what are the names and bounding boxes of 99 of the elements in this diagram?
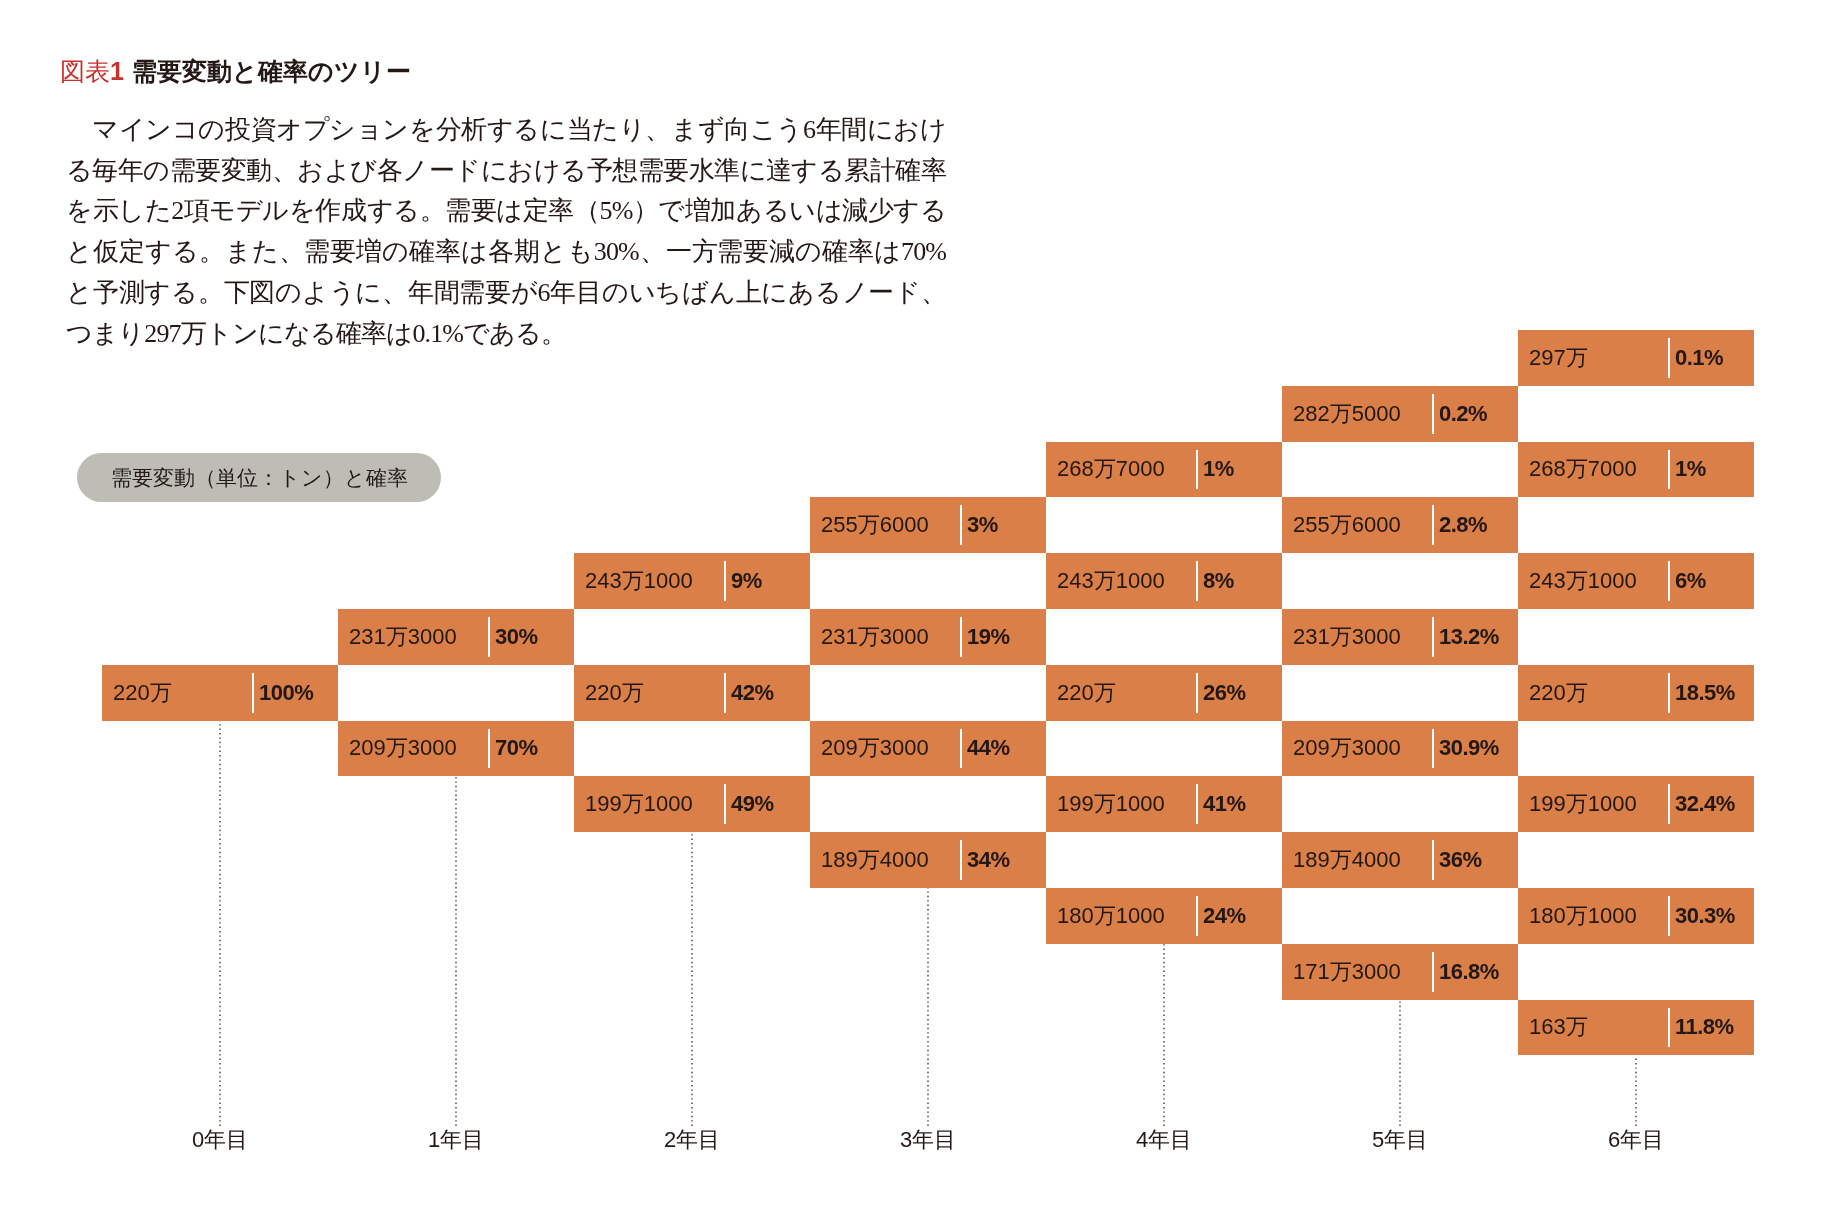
probability-value: 6% <box>1675 570 1706 593</box>
value-box <box>1518 888 1754 944</box>
probability-value: 32.4% <box>1675 793 1735 816</box>
probability-value: 30.3% <box>1675 904 1735 927</box>
value-box <box>338 609 574 665</box>
value-box <box>1518 330 1754 386</box>
demand-value: 209万3000 <box>1293 737 1401 760</box>
value-box <box>574 776 810 833</box>
value-box <box>102 664 338 721</box>
year-label: 0年目 <box>191 1126 249 1154</box>
probability-value: 30.9% <box>1439 737 1499 760</box>
probability-value: 11.8% <box>1675 1016 1734 1039</box>
dotted-leader-line <box>455 775 457 1127</box>
demand-value: 199万1000 <box>1057 793 1165 816</box>
value-box <box>1282 720 1518 777</box>
probability-value: 36% <box>1439 849 1482 872</box>
probability-value: 44% <box>967 737 1010 760</box>
demand-value: 199万1000 <box>1529 793 1637 816</box>
value-box <box>1518 664 1754 721</box>
year-label: 6年目 <box>1607 1126 1665 1154</box>
demand-value: 209万3000 <box>349 737 457 760</box>
demand-value: 163万 <box>1529 1016 1588 1039</box>
dotted-leader-line <box>1399 998 1401 1127</box>
probability-value: 70% <box>495 737 538 760</box>
demand-value: 268万7000 <box>1057 458 1165 481</box>
dotted-leader-line <box>691 831 693 1127</box>
demand-value: 180万1000 <box>1529 904 1637 927</box>
year-label: 5年目 <box>1371 1126 1429 1154</box>
value-box <box>1518 999 1754 1056</box>
figure-number: 図表1 <box>60 56 124 87</box>
probability-value: 18.5% <box>1675 681 1735 704</box>
demand-value: 243万1000 <box>1529 570 1637 593</box>
demand-value: 243万1000 <box>585 570 693 593</box>
demand-value: 282万5000 <box>1293 402 1401 425</box>
probability-value: 0.1% <box>1675 346 1724 369</box>
value-box <box>1046 888 1282 944</box>
demand-value: 297万 <box>1529 346 1588 369</box>
demand-value: 243万1000 <box>1057 570 1165 593</box>
probability-value: 2.8% <box>1439 514 1488 537</box>
value-box <box>1046 441 1282 498</box>
value-box <box>1282 497 1518 554</box>
probability-value: 34% <box>967 849 1010 872</box>
probability-value: 0.2% <box>1439 402 1488 425</box>
demand-value: 180万1000 <box>1057 904 1165 927</box>
value-box <box>1282 832 1518 888</box>
demand-value: 231万3000 <box>349 625 457 648</box>
diagram-title: 需要変動と確率のツリー <box>131 56 411 87</box>
probability-value: 26% <box>1203 681 1246 704</box>
value-box <box>810 720 1046 777</box>
value-box <box>574 553 810 609</box>
value-box <box>810 497 1046 554</box>
demand-value: 231万3000 <box>821 625 929 648</box>
demand-value: 220万 <box>585 681 644 704</box>
value-box <box>810 609 1046 665</box>
demand-value: 220万 <box>1057 681 1116 704</box>
probability-value: 42% <box>731 681 774 704</box>
probability-value: 8% <box>1203 570 1234 593</box>
probability-value: 19% <box>967 625 1010 648</box>
value-box <box>1518 776 1754 833</box>
probability-value: 1% <box>1203 458 1234 481</box>
year-label: 3年目 <box>899 1126 957 1154</box>
value-box <box>1046 553 1282 609</box>
probability-value: 24% <box>1203 904 1246 927</box>
probability-value: 1% <box>1675 458 1706 481</box>
year-label: 2年目 <box>663 1126 721 1154</box>
probability-value: 3% <box>967 514 998 537</box>
demand-value: 171万3000 <box>1293 960 1401 983</box>
demand-value: 255万6000 <box>821 514 929 537</box>
year-label: 4年目 <box>1135 1126 1193 1154</box>
value-box <box>574 664 810 721</box>
value-box <box>338 720 574 777</box>
value-box <box>1046 776 1282 833</box>
demand-value: 231万3000 <box>1293 625 1401 648</box>
year-label: 1年目 <box>427 1126 485 1154</box>
value-box <box>1282 943 1518 1000</box>
demand-value: 189万4000 <box>821 849 929 872</box>
value-box <box>1046 664 1282 721</box>
value-box <box>1282 609 1518 665</box>
probability-value: 41% <box>1203 793 1246 816</box>
demand-value: 220万 <box>1529 681 1588 704</box>
value-box <box>1282 385 1518 442</box>
value-box <box>1518 441 1754 498</box>
demand-value: 209万3000 <box>821 737 929 760</box>
probability-value: 100% <box>259 681 314 704</box>
demand-value: 220万 <box>113 681 172 704</box>
dotted-leader-line <box>1163 943 1165 1127</box>
demand-value: 255万6000 <box>1293 514 1401 537</box>
probability-value: 16.8% <box>1439 960 1499 983</box>
probability-value: 30% <box>495 625 538 648</box>
demand-value: 199万1000 <box>585 793 693 816</box>
demand-value: 268万7000 <box>1529 458 1637 481</box>
description-paragraph: マインコの投資オプションを分析するに当たり、まず向こう6年間における毎年の需要変動、および各ノードにおける予想需要水準に達する累計確率を示した2項モデルを作成する。需要は定率（5%）で増加あるいは減少すると仮定する。また、需要増の確率は各期とも30%、一方需要減の確率は70%と予測する。下図のように、年間需要が6年目のいちばん上にあるノード、つまり297万トンになる確率は0.1%である。 <box>66 114 946 350</box>
probability-value: 13.2% <box>1439 625 1499 648</box>
value-box <box>810 832 1046 888</box>
demand-value: 189万4000 <box>1293 849 1401 872</box>
probability-value: 9% <box>731 570 762 593</box>
value-box <box>1518 553 1754 609</box>
key-pill: 需要変動（単位：トン）と確率 <box>77 453 441 502</box>
probability-value: 49% <box>731 793 774 816</box>
